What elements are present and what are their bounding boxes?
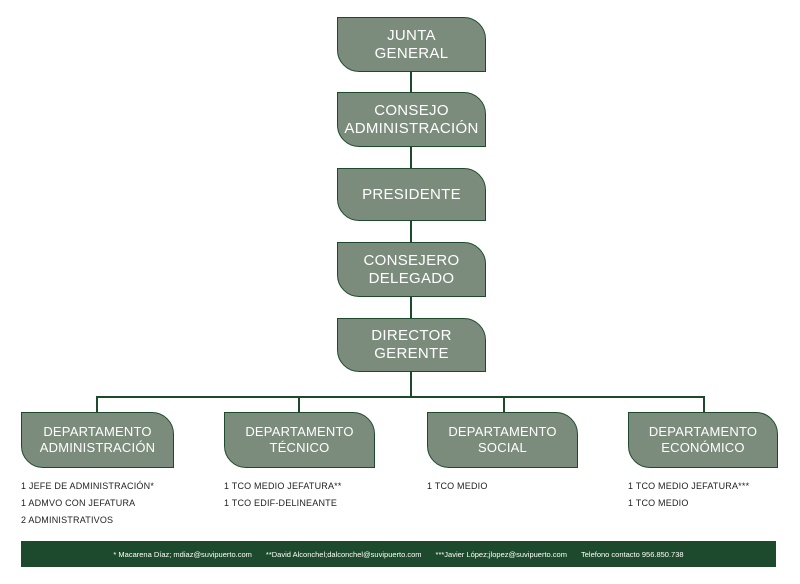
staff-item: 2 ADMINISTRATIVOS [21,515,114,525]
connector-presidente-consejero [410,220,412,243]
node-departamento-economico: DEPARTAMENTO ECONÓMICO [628,412,778,468]
connector-bus-administracion [96,396,98,413]
node-label-line2: SOCIAL [478,440,527,455]
connector-junta-consejo [410,71,412,93]
staff-list-administracion: 1 JEFE DE ADMINISTRACIÓN* 1 ADMVO CON JE… [21,478,154,529]
node-director-gerente: DIRECTOR GERENTE [337,318,486,372]
node-label-line1: DEPARTAMENTO [245,424,354,439]
connector-bus-economico [703,396,705,413]
staff-item: 1 TCO MEDIO [628,498,689,508]
node-label-line1: DIRECTOR [371,327,452,344]
staff-list-social: 1 TCO MEDIO [427,478,488,495]
contact-phone: Telefono contacto 956.850.738 [580,549,684,559]
contact-footer: * Macarena Díaz; mdiaz@suvipuerto.com **… [21,541,776,567]
node-label-line2: GENERAL [374,44,449,62]
connector-bus-social [503,396,505,413]
staff-item: 1 JEFE DE ADMINISTRACIÓN* [21,481,155,491]
node-label-line1: DEPARTAMENTO [648,424,758,439]
node-label-line1: JUNTA [387,26,436,44]
node-label-line2: TÉCNICO [269,440,330,455]
staff-item: 1 TCO MEDIO JEFATURA*** [628,481,750,491]
staff-list-economico: 1 TCO MEDIO JEFATURA*** 1 TCO MEDIO [628,478,749,512]
contact-macarena: * Macarena Díaz; mdiaz@suvipuerto.com [113,549,252,559]
node-label-line1: CONSEJO [374,101,449,119]
node-label-line2: ADMINISTRACIÓN [39,440,156,455]
department-bus-line [96,396,705,398]
node-label-line1: PRESIDENTE [362,185,461,203]
staff-item: 1 TCO MEDIO [427,481,488,491]
node-presidente: PRESIDENTE [337,168,486,221]
node-label-line2: DELEGADO [368,269,455,287]
node-departamento-social: DEPARTAMENTO SOCIAL [427,412,578,468]
node-consejero-delegado: CONSEJERO DELEGADO [337,242,486,297]
node-junta-general: JUNTA GENERAL [337,17,486,72]
connector-consejo-presidente [410,146,412,169]
staff-list-tecnico: 1 TCO MEDIO JEFATURA** 1 TCO EDIF-DELINE… [224,478,342,512]
node-consejo-administracion: CONSEJO ADMINISTRACIÓN [337,92,486,147]
node-label-line1: DEPARTAMENTO [448,424,557,439]
contact-javier: ***Javier López;jlopez@suvipuerto.com [435,549,567,559]
node-label-line2: ADMINISTRACIÓN [344,119,479,137]
connector-bus-tecnico [298,396,300,413]
node-label-line1: CONSEJERO [363,251,460,269]
node-label-line2: ECONÓMICO [661,440,745,455]
node-label-line2: GERENTE [374,345,449,362]
node-label-line1: DEPARTAMENTO [43,424,152,439]
connector-director-bus [410,371,412,397]
staff-item: 1 TCO MEDIO JEFATURA** [224,481,342,491]
contact-david: **David Alconchel;dalconchel@suvipuerto.… [265,549,422,559]
node-departamento-tecnico: DEPARTAMENTO TÉCNICO [224,412,375,468]
staff-item: 1 TCO EDIF-DELINEANTE [224,498,338,508]
node-departamento-administracion: DEPARTAMENTO ADMINISTRACIÓN [21,412,174,468]
connector-consejero-director [410,296,412,319]
staff-item: 1 ADMVO CON JEFATURA [21,498,136,508]
